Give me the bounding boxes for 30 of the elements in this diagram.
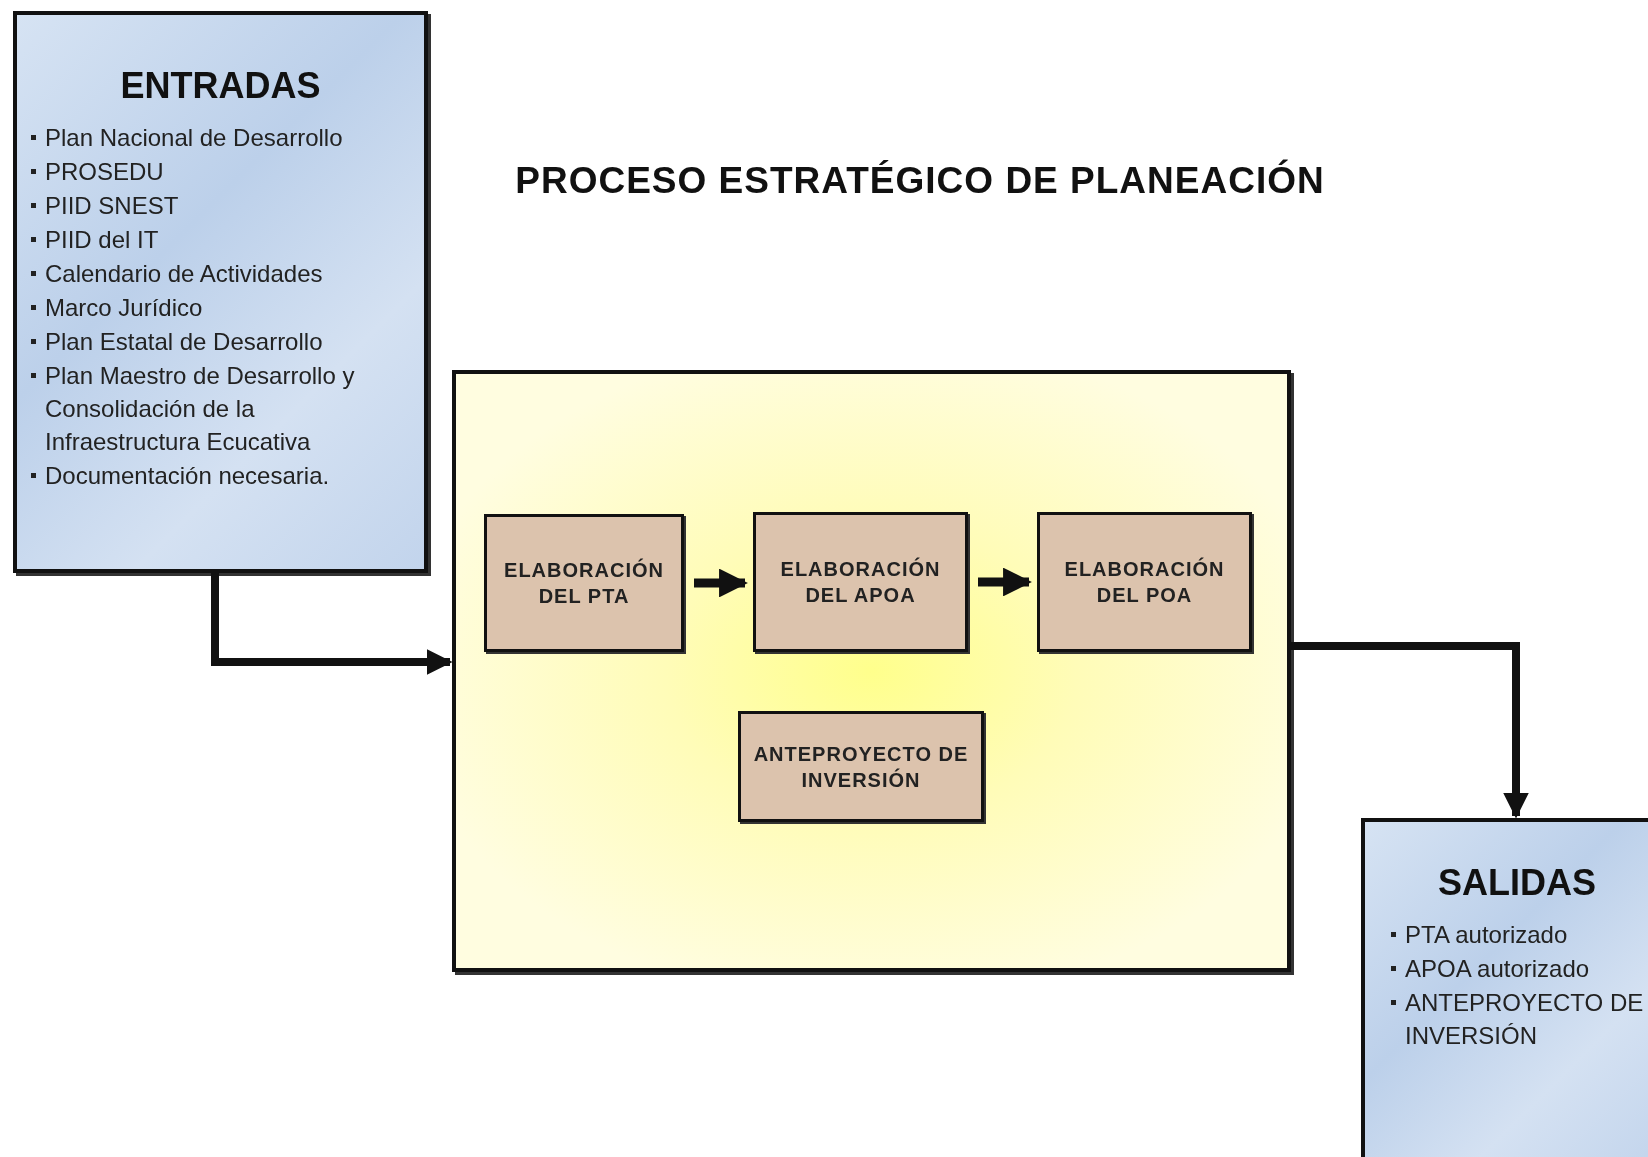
process-box	[753, 512, 968, 652]
list-item: PTA autorizado	[1405, 921, 1568, 948]
list-item: PIID SNEST	[45, 192, 179, 219]
panel-heading: ENTRADAS	[119, 65, 322, 107]
process-box	[1037, 512, 1252, 652]
arrow	[1291, 642, 1529, 819]
list-item: Plan Nacional de Desarrollo	[45, 124, 343, 151]
arrow	[211, 573, 453, 675]
process-box	[484, 514, 684, 652]
text-panel	[1361, 818, 1648, 1157]
list-item: Marco Jurídico	[45, 294, 203, 321]
panel-heading: SALIDAS	[1437, 862, 1597, 904]
process-box	[738, 711, 984, 822]
list-item: Calendario de Actividades	[45, 260, 323, 287]
list-item: PIID del IT	[45, 226, 159, 253]
text-panel	[13, 11, 428, 573]
list-item: APOA autorizado	[1405, 955, 1590, 982]
process-box	[452, 370, 1291, 972]
box-label: ELABORACIÓN DEL APOA	[779, 556, 942, 608]
arrow	[978, 567, 1032, 597]
list-item: Plan Estatal de Desarrollo	[45, 328, 323, 355]
box-label: ANTEPROYECTO DE INVERSIÓN	[752, 741, 970, 793]
list-item: Plan Maestro de Desarrollo y Consolidación de la Infraestructura Ecucativa	[45, 362, 355, 455]
list-item: Documentación necesaria.	[45, 462, 330, 489]
box-label: ELABORACIÓN DEL PTA	[503, 557, 665, 609]
diagram-title: PROCESO ESTRATÉGICO DE PLANEACIÓN	[514, 160, 1326, 202]
list-item: PROSEDU	[45, 158, 164, 185]
list-item: ANTEPROYECTO DE INVERSIÓN	[1405, 989, 1644, 1049]
arrow	[694, 568, 748, 598]
box-label: ELABORACIÓN DEL POA	[1063, 556, 1226, 608]
